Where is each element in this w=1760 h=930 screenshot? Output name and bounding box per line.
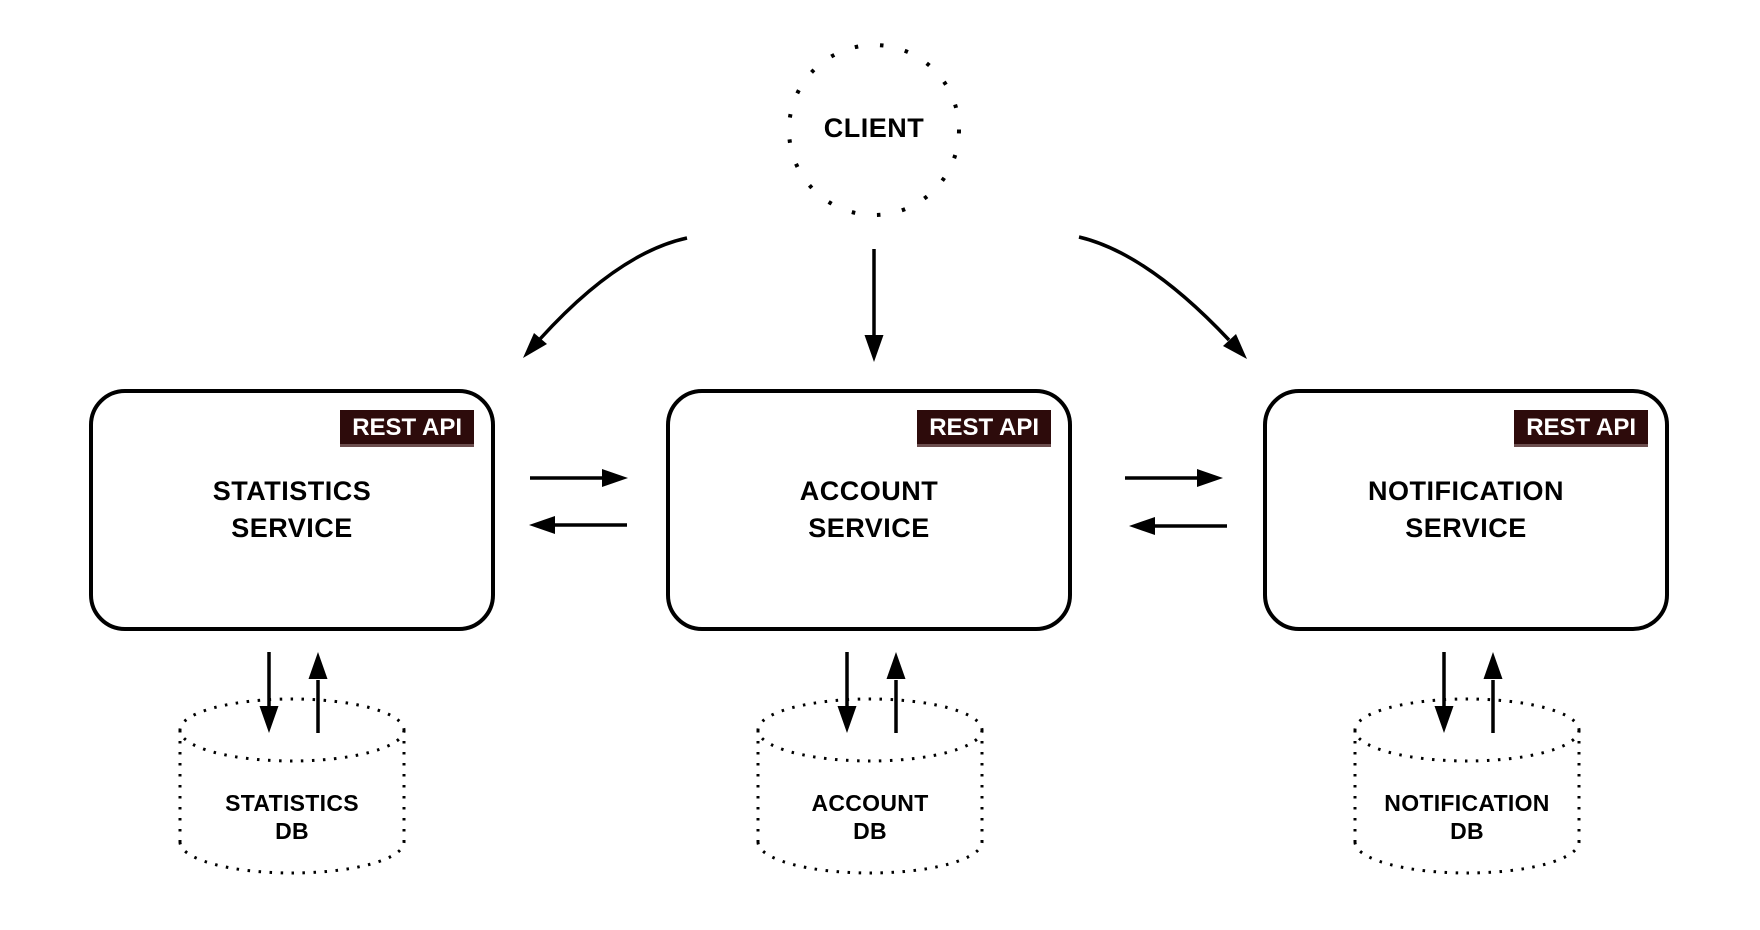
service-title-line2: SERVICE — [1405, 513, 1527, 543]
database-label-line1: NOTIFICATION — [1384, 790, 1550, 816]
arrowhead-client-to-notification — [1223, 334, 1247, 359]
service-title-account: ACCOUNT SERVICE — [800, 473, 939, 547]
service-box-notification: REST API NOTIFICATION SERVICE — [1263, 389, 1669, 631]
database-label-notification: NOTIFICATION DB — [1337, 789, 1597, 845]
database-label-account: ACCOUNT DB — [740, 789, 1000, 845]
rest-api-badge-account: REST API — [917, 410, 1051, 447]
arrowhead-statistics-to-db — [259, 706, 279, 733]
rest-api-badge-notification: REST API — [1514, 410, 1648, 447]
service-title-line1: ACCOUNT — [799, 476, 939, 506]
client-node-circle — [787, 43, 961, 217]
service-title-line2: SERVICE — [808, 513, 930, 543]
database-label-line2: DB — [853, 818, 887, 844]
service-title-line2: SERVICE — [231, 513, 353, 543]
database-label-line2: DB — [1450, 818, 1484, 844]
database-label-line1: STATISTICS — [225, 790, 359, 816]
client-label: CLIENT — [823, 113, 925, 143]
arrowhead-account-to-db — [837, 706, 857, 733]
database-cylinder-notification — [1353, 697, 1581, 875]
arrowhead-account-to-notification — [1197, 469, 1223, 487]
service-title-notification: NOTIFICATION SERVICE — [1368, 473, 1564, 547]
arrowhead-notification-to-account — [1129, 517, 1155, 535]
service-box-statistics: REST API STATISTICS SERVICE — [89, 389, 495, 631]
arrowhead-db-to-notification — [1483, 652, 1503, 679]
arrowhead-notification-to-db — [1434, 706, 1454, 733]
service-box-account: REST API ACCOUNT SERVICE — [666, 389, 1072, 631]
service-title-statistics: STATISTICS SERVICE — [213, 473, 372, 547]
arrow-client-to-statistics — [538, 236, 688, 341]
arrowhead-account-to-statistics — [529, 516, 555, 534]
arrowhead-statistics-to-account — [602, 469, 628, 487]
arrowhead-db-to-account — [886, 652, 906, 679]
arrowhead-db-to-statistics — [308, 652, 328, 679]
database-label-line1: ACCOUNT — [811, 790, 929, 816]
rest-api-badge-statistics: REST API — [340, 410, 474, 447]
arrowhead-client-to-account — [864, 335, 884, 362]
database-label-line2: DB — [275, 818, 309, 844]
service-title-line1: STATISTICS — [212, 476, 372, 506]
arrow-client-to-notification — [1078, 235, 1231, 342]
database-cylinder-account — [756, 697, 984, 875]
arrowhead-client-to-statistics — [523, 333, 547, 358]
service-title-line1: NOTIFICATION — [1368, 476, 1564, 506]
database-label-statistics: STATISTICS DB — [162, 789, 422, 845]
database-cylinder-statistics — [178, 697, 406, 875]
